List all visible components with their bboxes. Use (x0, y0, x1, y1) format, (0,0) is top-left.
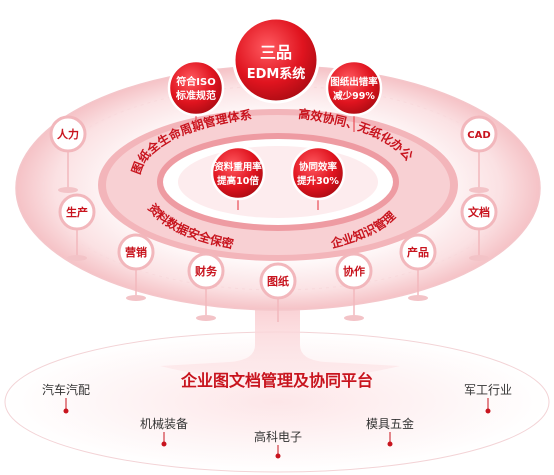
department-product: 产品 (399, 233, 437, 301)
badge-iso-line1: 符合ISO (176, 75, 215, 88)
connection-beam (160, 290, 400, 381)
badge-error-rate: 图纸出错率 减少99% (325, 59, 383, 117)
industry-mold: 模具五金 (366, 416, 414, 447)
department-product-label: 产品 (407, 245, 429, 259)
department-cad-label: CAD (467, 130, 490, 141)
badge-error-line2: 减少99% (333, 90, 375, 102)
department-drawing-label: 图纸 (267, 274, 289, 288)
badge-iso: 符合ISO 标准规范 (167, 59, 225, 117)
department-marketing: 营销 (117, 233, 155, 301)
core-line2: EDM系统 (247, 66, 306, 82)
department-cad: CAD (460, 115, 498, 193)
platform-title: 企业图文档管理及协同平台 (180, 371, 373, 390)
industry-electronics: 高科电子 (254, 429, 302, 459)
industry-military-label: 军工行业 (464, 383, 512, 397)
department-production: 生产 (58, 193, 96, 261)
badge-reuse-line2: 提高10倍 (217, 175, 259, 187)
industry-mold-label: 模具五金 (366, 416, 414, 431)
badge-iso-line2: 标准规范 (175, 89, 216, 102)
badge-reuse-line1: 资料重用率 (214, 161, 262, 173)
inner-ring-core (178, 146, 378, 218)
industry-electronics-label: 高科电子 (254, 429, 302, 444)
badge-efficiency: 协同效率 提升30% (290, 145, 346, 201)
core-line1: 三品 (260, 43, 292, 62)
department-cooperation-label: 协作 (343, 264, 365, 278)
core-edm-system: 三品 EDM系统 (232, 16, 320, 104)
department-finance: 财务 (187, 252, 225, 321)
industry-auto-label: 汽车汽配 (42, 382, 90, 397)
department-finance-label: 财务 (194, 264, 218, 278)
industry-machinery: 机械装备 (140, 416, 188, 447)
department-hr-label: 人力 (57, 127, 79, 141)
department-documents-label: 文档 (468, 205, 490, 219)
department-marketing-label: 营销 (125, 245, 147, 259)
badge-error-line1: 图纸出错率 (330, 76, 378, 88)
department-production-label: 生产 (66, 205, 88, 219)
department-hr: 人力 (49, 115, 87, 193)
badge-reuse-rate: 资料重用率 提高10倍 (210, 145, 266, 201)
industry-military: 军工行业 (464, 383, 512, 414)
badge-efficiency-line1: 协同效率 (299, 161, 338, 173)
industry-auto: 汽车汽配 (42, 382, 90, 414)
department-documents: 文档 (460, 193, 498, 261)
department-drawing: 图纸 (259, 262, 297, 322)
industry-machinery-label: 机械装备 (140, 416, 188, 431)
badge-efficiency-line2: 提升30% (297, 175, 339, 187)
department-cooperation: 协作 (335, 252, 373, 321)
